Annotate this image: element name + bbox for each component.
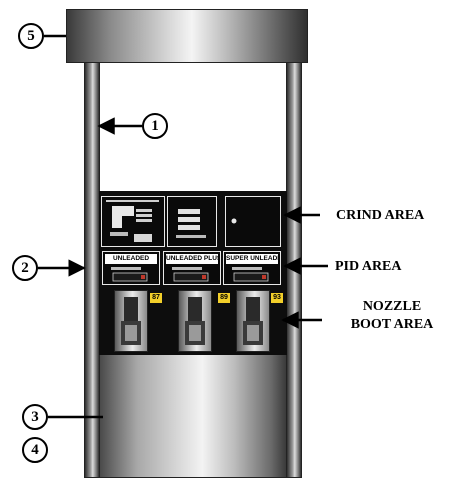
nozzle-middle-grip [189, 325, 201, 341]
crind-right-indicator [231, 218, 237, 224]
crind-left-logo [110, 232, 128, 236]
pid-unleaded-plus-price-graphic [172, 267, 209, 282]
crind-left-graphic [106, 200, 159, 242]
pid-unleaded-plus-label: UNLEADED PLUS [166, 254, 218, 264]
label-nozzle-boot-area: NOZZLE BOOT AREA [332, 298, 452, 334]
crind-display-left [101, 196, 165, 247]
label-pid-area: PID AREA [335, 259, 402, 274]
pid-unleaded-plus-indicator [202, 275, 206, 279]
crind-display-right [225, 196, 281, 247]
pid-super-unleaded-label: SUPER UNLEADED [226, 254, 278, 264]
nozzle-left-graphic [121, 297, 141, 345]
callout-2: 2 [12, 255, 38, 281]
pid-unleaded-label: UNLEADED [105, 254, 157, 264]
nozzle-left-grip [125, 325, 137, 341]
pid-super-unleaded-price-line [232, 267, 262, 270]
octane-label-right: 93 [271, 293, 283, 303]
pid-unleaded-price-window [112, 272, 148, 282]
pid-super-unleaded-price-window [233, 272, 269, 282]
nozzle-middle-handle [188, 297, 202, 321]
nozzle-boot-right [236, 290, 270, 352]
label-nozzle-line-2: BOOT AREA [350, 317, 434, 332]
label-crind-area: CRIND AREA [336, 208, 425, 223]
callout-5: 5 [18, 23, 44, 49]
crind-middle-graphic [176, 209, 206, 238]
pid-unleaded-price-graphic [111, 267, 148, 282]
pid-unleaded: UNLEADED [102, 251, 160, 285]
nozzle-right-graphic [243, 297, 263, 345]
pid-super-unleaded-price-graphic [232, 267, 269, 282]
crind-left-line-2 [136, 214, 152, 217]
crind-left-text-strip [106, 200, 159, 202]
nozzle-boot-middle [178, 290, 212, 352]
pid-unleaded-indicator [141, 275, 145, 279]
canopy [66, 9, 308, 63]
nozzle-middle-graphic [185, 297, 205, 345]
callout-3: 3 [22, 404, 48, 430]
octane-label-left: 87 [150, 293, 162, 303]
nozzle-right-handle [246, 297, 260, 321]
pid-super-unleaded-indicator [262, 275, 266, 279]
pid-super-unleaded: SUPER UNLEADED [223, 251, 281, 285]
label-nozzle-line-1: NOZZLE [362, 299, 422, 314]
crind-middle-line-1 [178, 209, 200, 214]
crind-middle-line-3 [178, 225, 200, 230]
pid-unleaded-plus: UNLEADED PLUS [163, 251, 221, 285]
crind-left-screen-cutout [122, 216, 134, 228]
pid-unleaded-plus-price-window [173, 272, 209, 282]
nozzle-boot-left [114, 290, 148, 352]
pid-unleaded-price-line [111, 267, 141, 270]
callout-4: 4 [22, 437, 48, 463]
crind-left-keypad [134, 234, 152, 242]
crind-left-line-3 [136, 219, 152, 222]
crind-right-graphic [231, 218, 237, 224]
nozzle-left-handle [124, 297, 138, 321]
crind-middle-line-2 [178, 217, 200, 222]
nozzle-right-grip [247, 325, 259, 341]
pid-unleaded-plus-price-line [172, 267, 202, 270]
crind-display-middle [167, 196, 217, 247]
crind-middle-footer [176, 235, 206, 238]
callout-1: 1 [142, 113, 168, 139]
crind-left-line-1 [136, 209, 152, 212]
octane-label-middle: 89 [218, 293, 230, 303]
